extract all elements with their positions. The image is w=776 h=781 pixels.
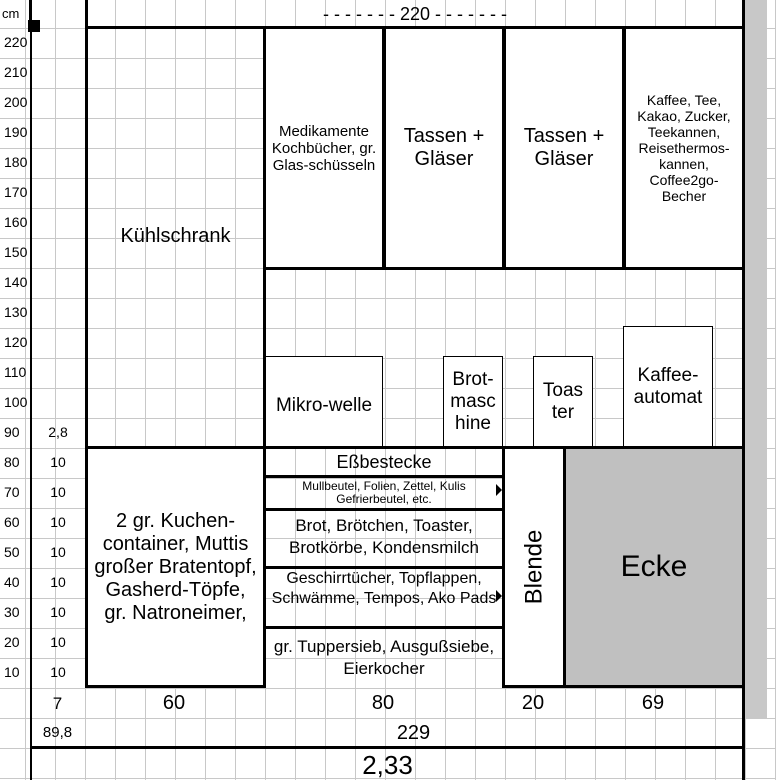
upper-cabinet-4: Kaffee, Tee, Kakao, Zucker, Teekannen, R… <box>623 26 745 270</box>
cell-80: 80 <box>371 692 395 714</box>
unit-cell: cm <box>0 0 30 28</box>
drawer-2: Mullbeutel, Folien, Zettel, Kulis Gefrie… <box>302 480 466 506</box>
height-label: 210 <box>4 64 28 80</box>
drawer-4: Geschirrtücher, Topflappen, Schwämme, Te… <box>271 570 497 607</box>
height-label: 90 <box>4 424 20 440</box>
drawer-3: Brot, Brötchen, Toaster, Brotkörbe, Kond… <box>289 516 479 557</box>
lower-left-label: 2 gr. Kuchen-container, Muttis großer Br… <box>94 509 257 624</box>
ruler-value: 10 <box>50 514 66 530</box>
ruler-value: 10 <box>50 574 66 590</box>
coffee-machine: Kaffee-automat <box>623 326 713 448</box>
upper-cabinet-3: Tassen + Gläser <box>503 26 625 270</box>
height-label: 220 <box>4 34 28 50</box>
ruler-value: 10 <box>50 454 66 470</box>
cell-89-8: 89,8 <box>42 724 73 741</box>
total-m: 2,33 <box>362 750 413 780</box>
drawer-divider-2 <box>266 508 502 511</box>
triangle-icon <box>496 590 502 602</box>
height-label: 140 <box>4 274 28 290</box>
upper-cabinet-2-label: Tassen + Gläser <box>403 125 485 170</box>
blende-label: Blende <box>520 529 548 605</box>
height-label: 200 <box>4 94 28 110</box>
height-label: 100 <box>4 394 28 410</box>
bread-machine-label: Brot-masc hine <box>450 369 496 434</box>
left-wall <box>85 0 88 688</box>
height-label: 50 <box>4 544 20 560</box>
corner-label: Ecke <box>620 550 688 583</box>
total-line <box>30 746 745 749</box>
height-label: 170 <box>4 184 28 200</box>
drawer-divider-3 <box>266 566 502 569</box>
upper-cabinet-3-label: Tassen + Gläser <box>523 125 605 170</box>
blende-panel: Blende <box>502 446 566 688</box>
upper-cabinet-1-label: Medikamente Kochbücher, gr. Glas-schüsse… <box>271 122 377 174</box>
height-label: 110 <box>4 364 27 380</box>
cell-cursor <box>28 20 40 32</box>
upper-cabinet-2: Tassen + Gläser <box>383 26 505 270</box>
unit-label: cm <box>2 6 20 21</box>
height-label: 150 <box>4 244 28 260</box>
cell-60: 60 <box>162 692 186 714</box>
ruler-value: 10 <box>50 604 66 620</box>
height-label: 160 <box>4 214 28 230</box>
height-label: 40 <box>4 574 20 590</box>
drawer-5: gr. Tuppersieb, Ausgußsiebe, Eierkocher <box>273 637 495 678</box>
height-label: 180 <box>4 154 28 170</box>
height-label: 10 <box>4 664 20 680</box>
ruler-value: 10 <box>50 664 66 680</box>
ruler-value: 2,8 <box>48 424 68 440</box>
cell-20: 20 <box>521 692 545 714</box>
height-label: 60 <box>4 514 20 530</box>
drawer-divider-4 <box>266 626 502 629</box>
height-label: 70 <box>4 484 20 500</box>
height-label: 120 <box>4 334 28 350</box>
lower-left-cabinet: 2 gr. Kuchen-container, Muttis großer Br… <box>85 446 266 688</box>
ruler-value: 10 <box>50 484 66 500</box>
upper-cabinet-4-label: Kaffee, Tee, Kakao, Zucker, Teekannen, R… <box>637 92 731 204</box>
height-label: 30 <box>4 604 20 620</box>
microwave-label: Mikro-welle <box>275 395 373 416</box>
total-cm: 229 <box>396 722 431 744</box>
ruler-value: 10 <box>50 634 66 650</box>
height-label: 20 <box>4 634 20 650</box>
height-label: 130 <box>4 304 28 320</box>
toaster-label: Toas ter <box>542 380 584 423</box>
height-label: 190 <box>4 124 28 140</box>
toaster: Toas ter <box>533 356 593 448</box>
bottom-row-1: 7 60 80 20 69 <box>0 688 776 718</box>
cell-7: 7 <box>52 694 63 713</box>
drawer-divider-1 <box>266 475 502 478</box>
drawer-1: Eßbestecke <box>336 452 432 472</box>
counter-line <box>85 446 745 449</box>
bread-machine: Brot-masc hine <box>443 356 503 448</box>
corner-block: Ecke <box>563 446 745 688</box>
ruler-value: 10 <box>50 544 66 560</box>
microwave: Mikro-welle <box>265 356 383 448</box>
top-width-label: - - - - - - - 220 - - - - - - - <box>323 4 507 24</box>
right-gray-strip <box>745 0 767 718</box>
fridge-label: Kühlschrank <box>120 225 231 247</box>
ruler-divider <box>30 0 32 780</box>
height-label: 80 <box>4 454 20 470</box>
coffee-machine-label: Kaffee-automat <box>633 365 703 408</box>
right-wall <box>742 0 745 780</box>
upper-cabinet-1: Medikamente Kochbücher, gr. Glas-schüsse… <box>263 26 385 270</box>
triangle-icon <box>496 484 502 496</box>
cell-69: 69 <box>641 692 665 714</box>
